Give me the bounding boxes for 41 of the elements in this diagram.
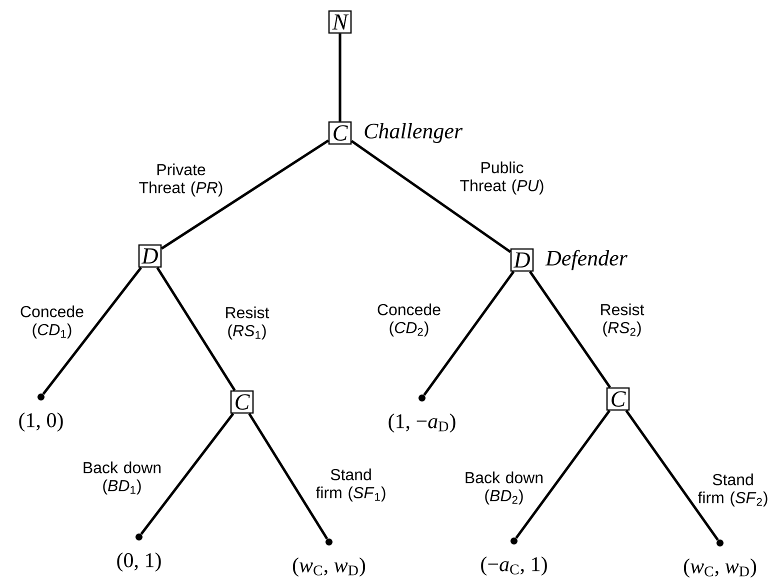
payoff-label: (w$_{C}$, w$_{D}$) — [684, 558, 756, 578]
branch-line — [528, 270, 612, 388]
payoff-label: (1, −a$_{D}$) — [388, 414, 456, 433]
payoff-label: (0, 1) — [117, 552, 161, 572]
player-label: Challenger — [364, 123, 463, 143]
branch-line — [625, 410, 719, 541]
branch-line — [350, 140, 512, 253]
terminal-dot — [38, 394, 44, 400]
payoff-label: (w$_{C}$, w$_{D}$) — [292, 558, 366, 577]
payoff-label: (−a$_{C}$, 1) — [481, 556, 547, 576]
branch-line — [423, 270, 515, 396]
edge-label: Resist (RS$_{2}$) — [601, 304, 644, 336]
branch-line — [42, 266, 142, 395]
edge-label: Stand firm (SF$_{1}$) — [316, 468, 386, 502]
decision-node-box: D — [138, 244, 162, 268]
decision-node-box: C — [328, 121, 352, 145]
player-label: Defender — [545, 250, 628, 270]
decision-node-box: C — [606, 387, 630, 411]
branch-line — [140, 412, 234, 535]
edge-label: Back down (BD$_{2}$) — [466, 472, 543, 504]
branch-line — [515, 410, 611, 539]
terminal-dot — [510, 538, 518, 544]
edge-label: Resist (RS$_{1}$) — [226, 306, 270, 340]
branch-line — [338, 34, 342, 122]
edge-label: Stand firm (SF$_{2}$) — [698, 474, 768, 506]
terminal-dot — [418, 394, 426, 402]
edge-label: Concede (CD$_{2}$) — [378, 304, 440, 336]
terminal-dot — [716, 540, 724, 546]
decision-node-box: C — [230, 390, 254, 414]
branch-line — [160, 139, 330, 250]
terminal-dot — [136, 534, 142, 540]
edge-label: Concede (CD$_{1}$) — [20, 306, 84, 338]
branch-line — [156, 266, 236, 392]
edge-label: Back down (BD$_{1}$) — [84, 462, 161, 494]
terminal-dot — [326, 538, 332, 546]
edge-label: Private Threat (PR) — [139, 164, 222, 196]
payoff-label: (1, 0) — [19, 412, 63, 432]
edge-label: Public Threat (PU) — [460, 162, 544, 194]
branch-line — [248, 412, 328, 540]
decision-node-box: N — [328, 10, 352, 34]
decision-node-box: D — [510, 248, 534, 272]
